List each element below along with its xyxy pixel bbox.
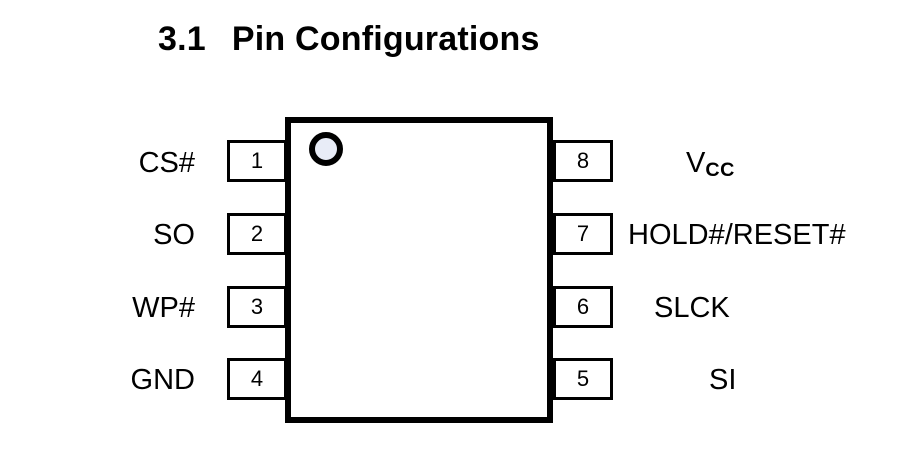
pin-label-vcc: VCC — [686, 147, 735, 182]
section-title-text: Pin Configurations — [231, 20, 540, 58]
pin-label-vcc-subscript: CC — [705, 159, 735, 182]
pin-box-7: 7 — [553, 213, 613, 255]
pin-box-1: 1 — [227, 140, 287, 182]
pin-number-5: 5 — [576, 366, 590, 391]
pin-number-8: 8 — [576, 148, 590, 173]
pin-number-4: 4 — [250, 366, 264, 391]
pin-label-wp: WP# — [132, 292, 195, 324]
pin-label-so: SO — [153, 219, 195, 251]
pin-label-cs: CS# — [138, 147, 195, 179]
pin-label-hold-reset: HOLD#/RESET# — [628, 219, 846, 251]
pin-1-dot-icon — [309, 132, 343, 166]
pin-number-2: 2 — [250, 221, 264, 246]
pin-label-vcc-base: V — [686, 147, 706, 179]
pin-label-gnd: GND — [130, 364, 195, 396]
pin-label-slck: SLCK — [654, 292, 730, 324]
pin-number-1: 1 — [250, 148, 264, 173]
pin-box-5: 5 — [553, 358, 613, 400]
pin-box-8: 8 — [553, 140, 613, 182]
pin-box-3: 3 — [227, 286, 287, 328]
pin-box-4: 4 — [227, 358, 287, 400]
pin-number-7: 7 — [576, 221, 590, 246]
pin-number-3: 3 — [250, 294, 264, 319]
page-title: 3.1 Pin Configurations — [158, 20, 540, 59]
pin-label-si: SI — [709, 364, 737, 396]
pin-box-2: 2 — [227, 213, 287, 255]
chip-body-outline — [285, 117, 553, 423]
pin-box-6: 6 — [553, 286, 613, 328]
section-number: 3.1 — [158, 20, 206, 58]
pin-number-6: 6 — [576, 294, 590, 319]
